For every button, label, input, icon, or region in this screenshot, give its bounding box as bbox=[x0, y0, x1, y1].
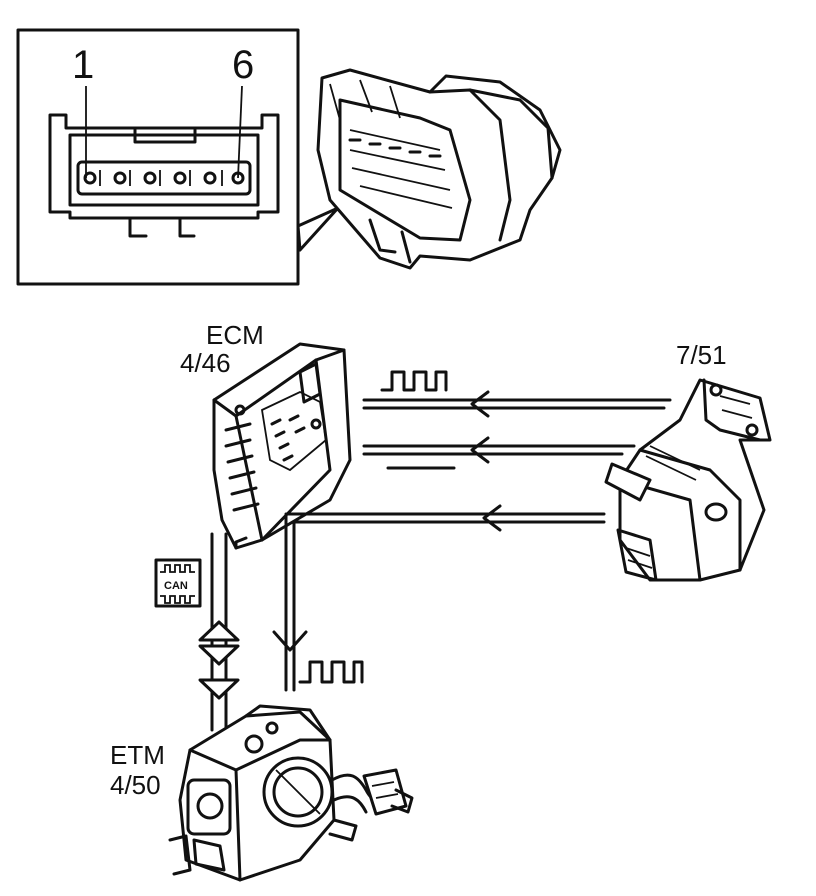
sensor-signal-lines bbox=[272, 370, 672, 692]
connector-inset: 1 6 bbox=[16, 28, 340, 286]
pedal-position-sensor bbox=[604, 378, 772, 582]
arrowhead-1 bbox=[470, 390, 490, 418]
etm-name-label: ETM bbox=[110, 740, 165, 770]
pwm-symbol-top bbox=[380, 370, 448, 392]
can-arrow-down bbox=[198, 644, 240, 666]
arrowhead-3 bbox=[482, 504, 502, 532]
can-badge: CAN bbox=[154, 558, 202, 608]
etm-signal-line-b bbox=[292, 520, 606, 692]
etm-code-label: 4/50 bbox=[110, 770, 161, 800]
can-bus-link: CAN bbox=[154, 532, 240, 732]
connector-pins bbox=[83, 170, 245, 186]
can-badge-text: CAN bbox=[164, 580, 188, 592]
arrowhead-2 bbox=[470, 436, 490, 464]
pin-label-last: 6 bbox=[232, 43, 254, 87]
can-arrow-up bbox=[198, 620, 240, 642]
pin-label-first: 1 bbox=[72, 43, 94, 87]
connector-3d bbox=[316, 68, 562, 270]
ecm-unit bbox=[212, 342, 352, 550]
etm-signal-line-a bbox=[284, 512, 606, 692]
connector-face bbox=[48, 113, 280, 238]
can-arrow-down-2 bbox=[198, 678, 240, 700]
arrowhead-4 bbox=[272, 630, 308, 652]
sensor-code-label: 7/51 bbox=[676, 340, 727, 370]
ecm-code-label: 4/46 bbox=[180, 348, 231, 378]
ecm-name-label: ECM bbox=[206, 320, 264, 350]
throttle-body-etm bbox=[168, 704, 414, 882]
pwm-symbol-bottom bbox=[298, 660, 364, 684]
pin-leader-last bbox=[237, 85, 243, 179]
inset-frame bbox=[16, 28, 300, 286]
inset-pointer bbox=[296, 206, 340, 252]
